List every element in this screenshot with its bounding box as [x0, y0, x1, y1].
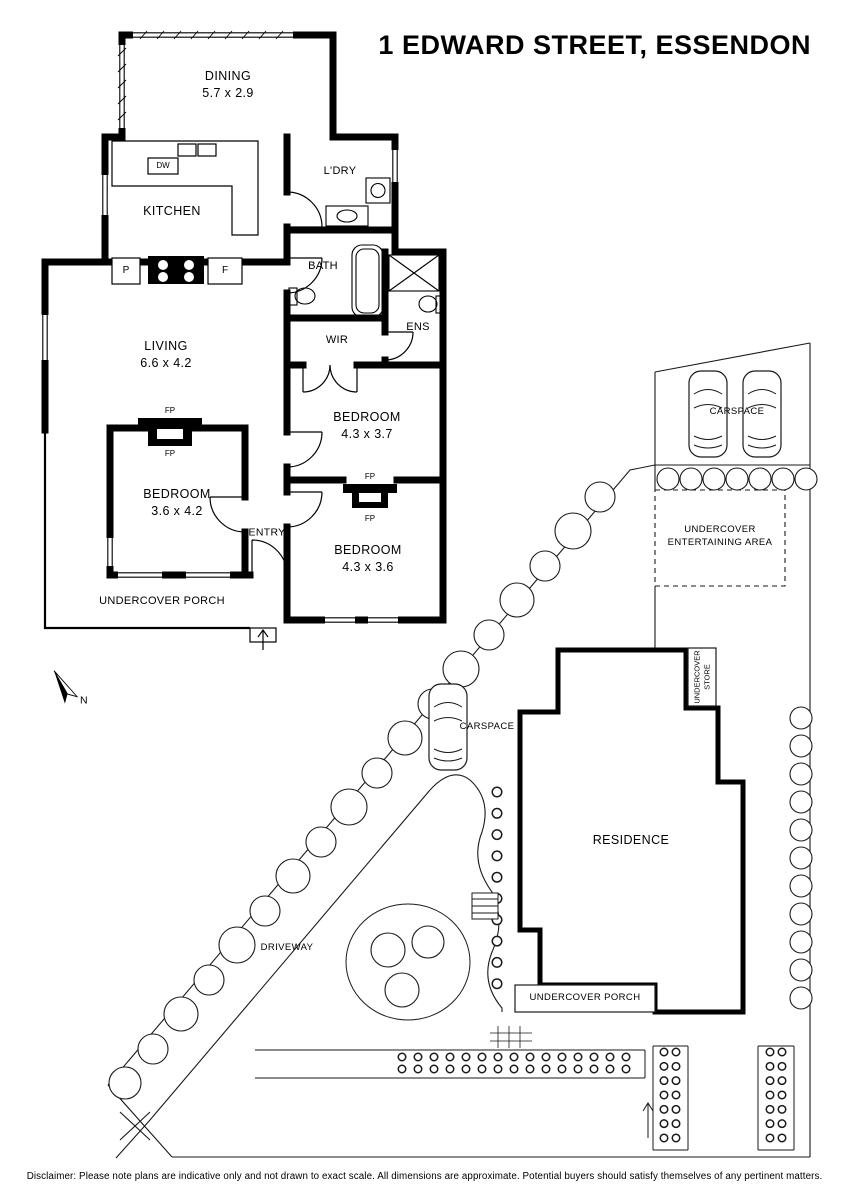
- room-label-living: LIVING: [144, 339, 188, 354]
- room-dims-living: 6.6 x 4.2: [140, 356, 192, 371]
- ensuite-fixtures: [388, 254, 444, 314]
- room-label-laundry: L'DRY: [323, 165, 357, 178]
- room-dims-dining: 5.7 x 2.9: [202, 86, 254, 101]
- north-label: N: [80, 694, 88, 707]
- floorplan-doors: [209, 191, 414, 576]
- fireplace-label-2b: FP: [364, 514, 376, 523]
- garden-steps: [471, 892, 499, 920]
- garden-beds: [255, 903, 795, 1151]
- site-porch-outline: [514, 984, 656, 1013]
- page-title: 1 EDWARD STREET, ESSENDON: [378, 30, 811, 60]
- site-label-residence: RESIDENCE: [592, 833, 670, 848]
- site-label-carspace-top: CARSPACE: [709, 406, 765, 418]
- dishwasher-label: DW: [156, 161, 170, 170]
- north-arrow-icon: [53, 670, 79, 704]
- room-label-entry: ENTRY: [248, 526, 286, 539]
- floor-porch-outline: [43, 430, 277, 650]
- entertaining-area-outline: [654, 489, 786, 587]
- fridge-label: F: [221, 264, 229, 276]
- fireplace-label-2a: FP: [364, 472, 376, 481]
- room-dims-bedroom-left: 3.6 x 4.2: [151, 504, 203, 519]
- room-dims-bedroom-bottom: 4.3 x 3.6: [342, 560, 394, 575]
- room-label-ensuite: ENS: [406, 321, 430, 334]
- room-label-dining: DINING: [204, 69, 252, 84]
- room-label-bedroom-mid: BEDROOM: [333, 410, 401, 425]
- room-label-bedroom-bottom: BEDROOM: [334, 543, 402, 558]
- site-label-porch: UNDERCOVER PORCH: [529, 992, 641, 1004]
- laundry-fixtures: [325, 177, 391, 227]
- floorplan-windows: [40, 30, 400, 625]
- bathroom-fixtures: [288, 244, 384, 318]
- undercover-store-outline: [687, 647, 717, 707]
- site-label-store: UNDERCOVER STORE: [692, 650, 711, 704]
- room-label-bath: BATH: [308, 260, 338, 273]
- fireplace-label-1a: FP: [164, 406, 176, 415]
- room-label-bedroom-left: BEDROOM: [143, 487, 211, 502]
- room-label-undercover-porch: UNDERCOVER PORCH: [99, 595, 225, 608]
- room-dims-bedroom-mid: 4.3 x 3.7: [341, 427, 393, 442]
- room-label-kitchen: KITCHEN: [143, 204, 201, 219]
- fireplace-label-1b: FP: [164, 449, 176, 458]
- driveway-lines: [107, 464, 656, 1159]
- site-label-driveway: DRIVEWAY: [260, 942, 314, 954]
- room-label-wir: WIR: [325, 334, 349, 347]
- kitchen-fixtures: [111, 140, 259, 285]
- fireplaces: [138, 418, 397, 508]
- pantry-label: P: [122, 264, 130, 276]
- site-label-entertaining: UNDERCOVER ENTERTAINING AREA: [667, 524, 773, 548]
- disclaimer: Disclaimer: Please note plans are indica…: [26, 1171, 823, 1182]
- site-label-carspace-mid: CARSPACE: [459, 721, 515, 733]
